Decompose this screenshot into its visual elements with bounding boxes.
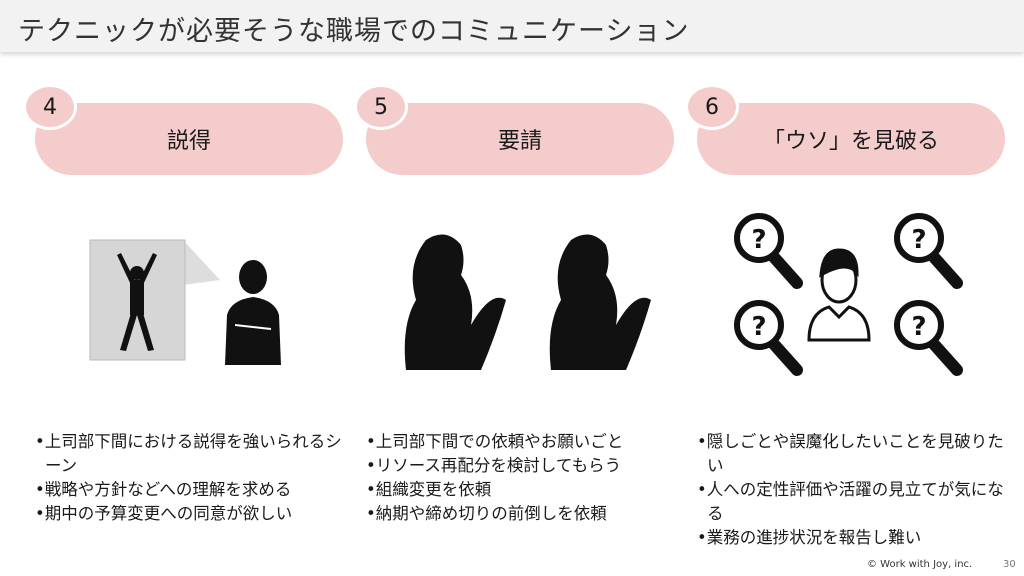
bullet-item: 上司部下間での依頼やお願いごと — [366, 430, 681, 454]
number-badge: 4 — [23, 84, 77, 130]
heading-text: 要請 — [497, 129, 542, 154]
detect-lies-illustration: ? ? ? ? — [734, 213, 963, 376]
bullet-item: 期中の予算変更への同意が欲しい — [35, 502, 350, 526]
column-request: 要請 5 上司部下間での依頼やお願いごと リソース再配分を検討してもらう 組織変… — [354, 0, 676, 576]
bullet-item: 戦略や方針などへの理解を求める — [35, 478, 350, 502]
bullet-item: 隠しごとや誤魔化したいことを見破りたい — [697, 430, 1012, 478]
bullet-item: 組織変更を依頼 — [366, 478, 681, 502]
bullet-list: 上司部下間での依頼やお願いごと リソース再配分を検討してもらう 組織変更を依頼 … — [366, 430, 681, 526]
slide-title: テクニックが必要そうな職場でのコミュニケーション — [18, 16, 690, 47]
bullet-item: 人への定性評価や活躍の見立てが気になる — [697, 478, 1012, 526]
page-number: 30 — [1003, 559, 1016, 570]
magnifier-question-icon: ? — [734, 300, 803, 376]
praying-silhouette-right — [549, 234, 651, 370]
copyright: © Work with Joy, inc. — [867, 559, 973, 570]
bullet-list: 隠しごとや誤魔化したいことを見破りたい 人への定性評価や活躍の見立てが気になる … — [697, 430, 1012, 550]
svg-text:?: ? — [911, 225, 926, 255]
heading-text: 「ウソ」を見破る — [762, 129, 939, 154]
bullet-item: リソース再配分を検討してもらう — [366, 454, 681, 478]
column-persuasion: 説得 4 上司部下間における説得を強いられるシーン 戦略や方針などへの理解を求め… — [23, 0, 345, 576]
heading-text: 説得 — [166, 129, 211, 154]
persuasion-illustration — [89, 239, 281, 365]
number-badge: 6 — [685, 84, 739, 130]
magnifier-question-icon: ? — [894, 300, 963, 376]
number-badge: 5 — [354, 84, 408, 130]
svg-text:?: ? — [751, 312, 766, 342]
heading-pill: 説得 — [35, 103, 343, 175]
request-illustration — [404, 234, 651, 370]
column-detect-lies: 「ウソ」を見破る 6 ? ? ? ? — [685, 0, 1007, 576]
bullet-item: 業務の進捗状況を報告し難い — [697, 526, 1012, 550]
svg-text:?: ? — [911, 312, 926, 342]
svg-text:?: ? — [751, 225, 766, 255]
bullet-item: 上司部下間における説得を強いられるシーン — [35, 430, 350, 478]
title-bar: テクニックが必要そうな職場でのコミュニケーション — [0, 0, 1024, 52]
heading-pill: 要請 — [366, 103, 674, 175]
praying-silhouette-left — [404, 234, 506, 370]
magnifier-question-icon: ? — [734, 213, 803, 289]
bullet-item: 納期や締め切りの前倒しを依頼 — [366, 502, 681, 526]
heading-pill: 「ウソ」を見破る — [697, 103, 1005, 175]
bullet-list: 上司部下間における説得を強いられるシーン 戦略や方針などへの理解を求める 期中の… — [35, 430, 350, 526]
person-icon — [807, 248, 871, 342]
magnifier-question-icon: ? — [894, 213, 963, 289]
